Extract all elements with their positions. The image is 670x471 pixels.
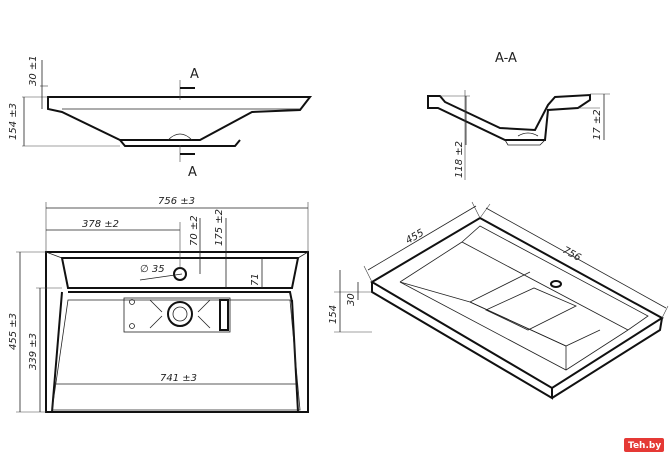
isometric-view: 455 756 154 30 [328,201,669,400]
tap-diameter-dim: ∅ 35 [140,264,165,275]
overall-width-dim: 756 ±3 [158,196,195,207]
shelf-depth-dim: 71 [250,273,261,286]
iso-rim-dim: 30 [346,293,357,306]
top-view: ∅ 35 756 ±3 378 ±2 70 ±2 175 ±2 71 455 ±… [8,196,309,413]
watermark-logo: Teh.by [624,438,664,452]
side-view: A A 154 ±3 30 ±1 [8,55,313,180]
section-mark-top: A [190,67,199,82]
iso-depth-dim: 455 [404,228,426,247]
rim-thickness-dim: 30 ±1 [28,55,39,86]
overall-depth-dim: 455 ±3 [8,313,19,350]
section-rim-dim: 17 ±2 [592,109,603,140]
tap-offset-x-dim: 378 ±2 [82,219,119,230]
bowl-width-dim: 741 ±3 [160,373,197,384]
section-view: A-A 118 ±2 17 ±2 [427,51,610,180]
section-mark-bottom: A [188,165,197,180]
watermark-text: Teh.by [628,441,661,451]
section-height-dim: 118 ±2 [454,141,465,178]
iso-height-dim: 154 [328,305,339,324]
iso-width-dim: 756 [561,245,583,264]
bowl-depth-dim: 339 ±3 [28,333,39,370]
tap-offset-70-dim: 70 ±2 [189,215,200,246]
side-height-dim: 154 ±3 [8,103,19,140]
section-title: A-A [495,51,517,66]
tap-offset-175-dim: 175 ±2 [214,209,225,246]
